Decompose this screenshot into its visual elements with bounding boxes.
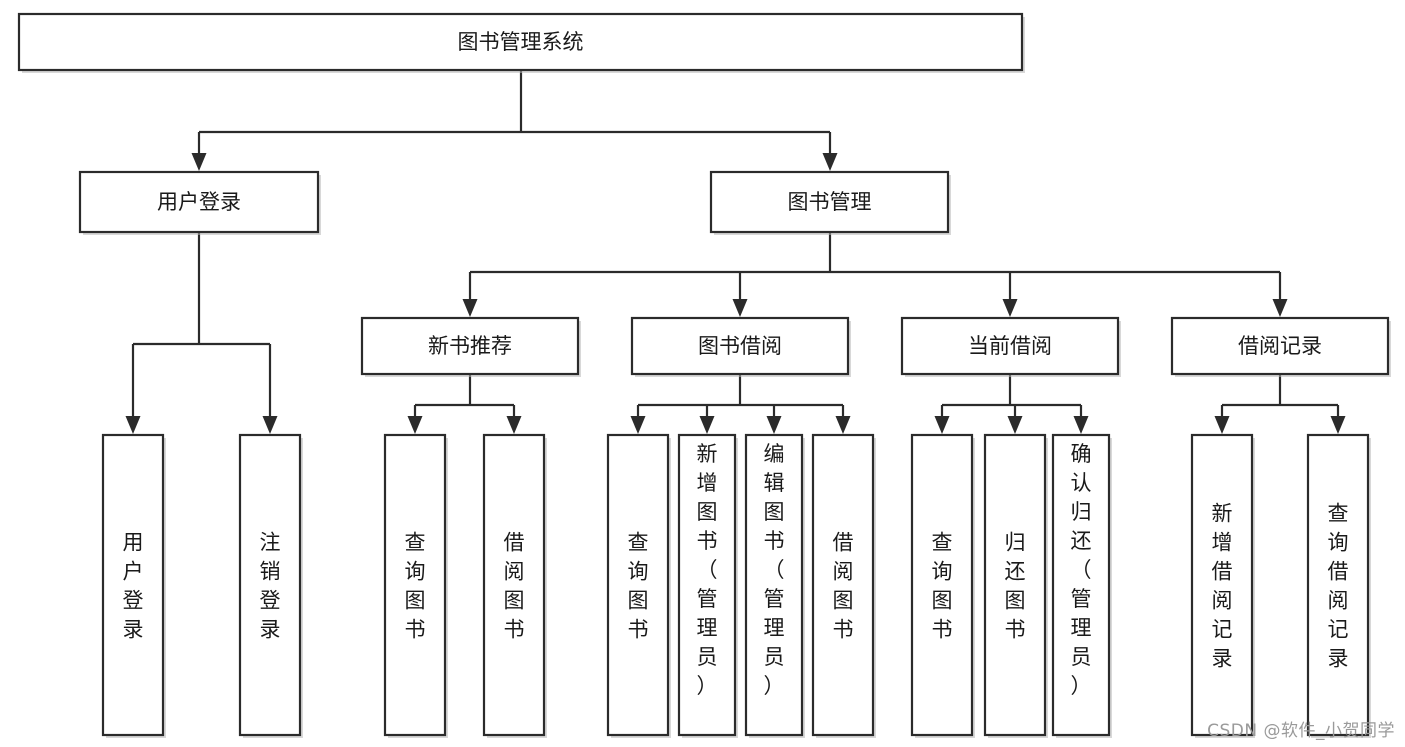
- node-leaf-borrow-book-1[interactable]: 借阅图书: [482, 433, 547, 738]
- node-label: 查询图书: [405, 531, 426, 642]
- edge-arrowhead: [125, 416, 141, 434]
- node-label: 新书推荐: [428, 334, 512, 358]
- node-box[interactable]: [360, 316, 580, 376]
- node-box[interactable]: [677, 433, 737, 737]
- edge-arrowhead: [506, 416, 522, 434]
- node-box[interactable]: [78, 170, 320, 234]
- node-box[interactable]: [606, 433, 670, 737]
- node-label: 归还图书: [1005, 531, 1026, 642]
- edge-arrowhead: [262, 416, 278, 434]
- edge-arrowhead: [462, 299, 478, 317]
- node-label: 图书管理系统: [458, 30, 584, 54]
- node-label: 查询图书: [932, 531, 953, 642]
- node-box[interactable]: [482, 433, 546, 737]
- node-label: 借阅记录: [1238, 334, 1322, 358]
- node-box[interactable]: [910, 433, 974, 737]
- edge-arrowhead: [1272, 299, 1288, 317]
- node-root[interactable]: 图书管理系统: [17, 12, 1025, 73]
- node-label: 用户登录: [123, 531, 144, 642]
- node-user-login[interactable]: 用户登录: [78, 170, 321, 235]
- edge-group-new-book-rec: [407, 374, 522, 434]
- node-box[interactable]: [101, 433, 165, 737]
- node-leaf-user-login[interactable]: 用户登录: [101, 433, 166, 738]
- node-label: 新增借阅记录: [1212, 502, 1233, 671]
- edge-group-user-login: [125, 232, 278, 434]
- node-label: 新增图书（管理员）: [697, 442, 718, 698]
- edge-arrowhead: [766, 416, 782, 434]
- edge-arrowhead: [699, 416, 715, 434]
- edge-arrowhead: [407, 416, 423, 434]
- node-leaf-query-record[interactable]: 查询借阅记录: [1306, 433, 1371, 738]
- node-label: 注销登录: [260, 531, 281, 642]
- edge-group-borrow-record: [1214, 374, 1346, 434]
- node-box[interactable]: [983, 433, 1047, 737]
- node-box[interactable]: [1306, 433, 1370, 737]
- node-label: 借阅图书: [504, 531, 525, 642]
- edge-group-current-borrow: [934, 374, 1089, 434]
- node-label: 查询图书: [628, 531, 649, 642]
- node-box[interactable]: [811, 433, 875, 737]
- edge-arrowhead: [934, 416, 950, 434]
- node-book-borrow[interactable]: 图书借阅: [630, 316, 851, 377]
- edge-arrowhead: [1214, 416, 1230, 434]
- node-leaf-confirm-return[interactable]: 确认归还（管理员）: [1051, 433, 1112, 738]
- node-box[interactable]: [744, 433, 804, 737]
- node-box[interactable]: [1170, 316, 1390, 376]
- node-leaf-add-book[interactable]: 新增图书（管理员）: [677, 433, 738, 738]
- node-leaf-query-book-1[interactable]: 查询图书: [383, 433, 448, 738]
- node-box[interactable]: [630, 316, 850, 376]
- edge-group-book-manage: [462, 232, 1288, 317]
- node-new-book-rec[interactable]: 新书推荐: [360, 316, 581, 377]
- node-label: 当前借阅: [968, 334, 1052, 358]
- edge-arrowhead: [822, 153, 838, 171]
- nodes-layer: 图书管理系统用户登录图书管理新书推荐图书借阅当前借阅借阅记录用户登录注销登录查询…: [17, 12, 1391, 738]
- edge-arrowhead: [1002, 299, 1018, 317]
- edge-arrowhead: [732, 299, 748, 317]
- edge-arrowhead: [630, 416, 646, 434]
- edge-group-book-borrow: [630, 374, 851, 434]
- node-label: 编辑图书（管理员）: [764, 442, 785, 698]
- node-label: 确认归还（管理员）: [1071, 442, 1092, 698]
- node-current-borrow[interactable]: 当前借阅: [900, 316, 1121, 377]
- node-leaf-query-book-3[interactable]: 查询图书: [910, 433, 975, 738]
- node-box[interactable]: [17, 12, 1024, 72]
- node-box[interactable]: [709, 170, 950, 234]
- node-book-manage[interactable]: 图书管理: [709, 170, 951, 235]
- node-label: 用户登录: [157, 190, 241, 214]
- node-box[interactable]: [383, 433, 447, 737]
- node-box[interactable]: [1190, 433, 1254, 737]
- node-label: 借阅图书: [833, 531, 854, 642]
- edge-arrowhead: [1073, 416, 1089, 434]
- node-label: 图书借阅: [698, 334, 782, 358]
- node-leaf-query-book-2[interactable]: 查询图书: [606, 433, 671, 738]
- node-leaf-edit-book[interactable]: 编辑图书（管理员）: [744, 433, 805, 738]
- node-label: 图书管理: [788, 190, 872, 214]
- node-box[interactable]: [238, 433, 302, 737]
- node-leaf-add-record[interactable]: 新增借阅记录: [1190, 433, 1255, 738]
- edge-arrowhead: [1330, 416, 1346, 434]
- node-box[interactable]: [900, 316, 1120, 376]
- edge-arrowhead: [191, 153, 207, 171]
- edge-arrowhead: [835, 416, 851, 434]
- node-leaf-logout[interactable]: 注销登录: [238, 433, 303, 738]
- edge-arrowhead: [1007, 416, 1023, 434]
- csdn-watermark: CSDN @软件_小贺同学: [1207, 721, 1395, 741]
- node-label: 查询借阅记录: [1328, 502, 1349, 671]
- edge-group-root: [191, 70, 838, 171]
- edges-layer: [125, 70, 1346, 434]
- node-leaf-borrow-book-2[interactable]: 借阅图书: [811, 433, 876, 738]
- node-leaf-return-book[interactable]: 归还图书: [983, 433, 1048, 738]
- node-box[interactable]: [1051, 433, 1111, 737]
- node-borrow-record[interactable]: 借阅记录: [1170, 316, 1391, 377]
